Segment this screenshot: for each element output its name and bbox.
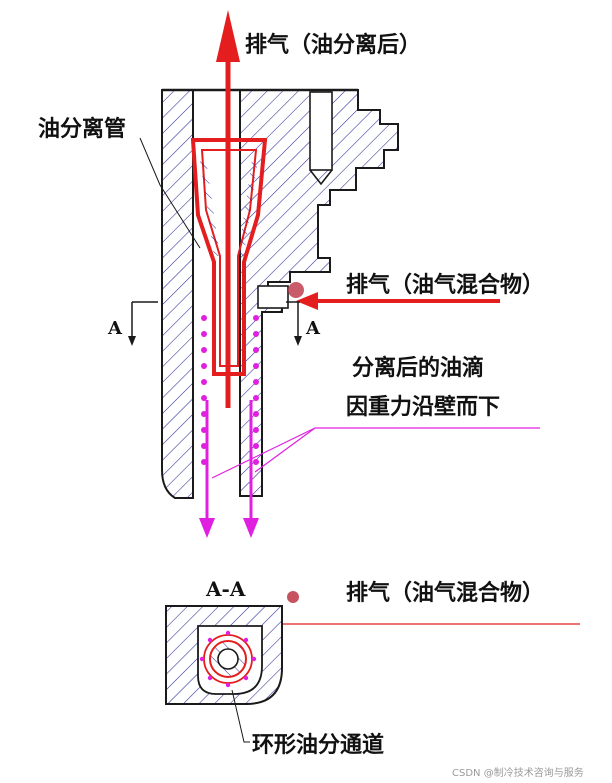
exhaust-inlet-label: 排气（油气混合物） <box>346 272 544 298</box>
section-body <box>165 605 283 705</box>
separator-tube-leader <box>139 137 201 249</box>
section-dot <box>287 591 299 603</box>
droplets-leader <box>254 427 540 473</box>
droplets-label-1: 分离后的油滴 <box>352 355 484 381</box>
section-label-right: A <box>305 318 321 339</box>
separator-tube <box>190 138 268 376</box>
annular-channel-label: 环形油分通道 <box>252 732 384 758</box>
section-label-left: A <box>107 318 123 339</box>
housing-right-wall <box>239 89 399 497</box>
separator-tube-label: 油分离管 <box>38 116 126 142</box>
droplets-leader-2 <box>211 427 316 479</box>
exhaust-inlet-section-label: 排气（油气混合物） <box>346 580 544 606</box>
oil-down-arrows <box>199 400 259 538</box>
exhaust-top-label: 排气（油分离后） <box>245 32 421 58</box>
annular-channel-leader <box>231 689 250 743</box>
exhaust-in-arrow <box>288 282 500 310</box>
section-marker-right <box>286 301 302 346</box>
watermark: CSDN @制冷技术咨询与服务 <box>452 766 584 779</box>
section-title: A-A <box>205 577 246 601</box>
housing-left-wall <box>161 89 194 499</box>
exhaust-out-arrow <box>216 10 240 408</box>
droplets-label-2: 因重力沿壁而下 <box>346 394 500 420</box>
section-marker-left <box>128 301 158 346</box>
